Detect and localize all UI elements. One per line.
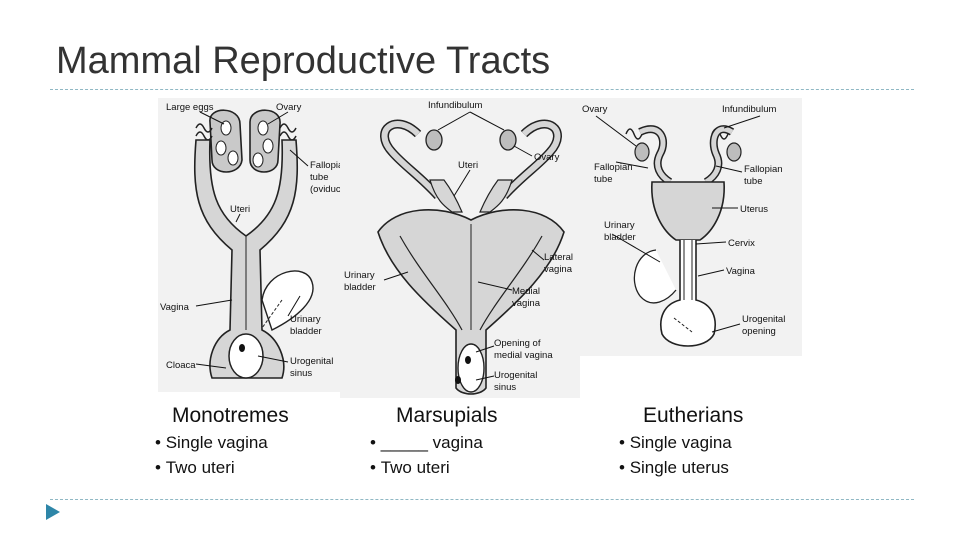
monotremes-heading: Monotremes [172, 404, 289, 428]
label-fallopian-right-2: tube [744, 176, 763, 187]
label-urinary-2: bladder [604, 232, 636, 243]
monotreme-illustration: Large eggs Ovary Fallopian tube (oviduct… [158, 98, 349, 392]
bullet-item: _____ vagina [370, 430, 483, 455]
play-arrow-icon [46, 504, 60, 520]
label-urogenital-1: Urogenital [742, 314, 785, 325]
label-ovary: Ovary [582, 104, 608, 115]
monotremes-bullets: Single vagina Two uteri [155, 430, 268, 480]
label-ovary: Ovary [534, 152, 560, 163]
label-cervix: Cervix [728, 238, 755, 249]
bullet-item: Two uteri [370, 455, 483, 480]
label-urinary-1: Urinary [604, 220, 635, 231]
marsupials-bullets: _____ vagina Two uteri [370, 430, 483, 480]
label-lateral-1: Lateral [544, 252, 573, 263]
eutherian-illustration: Ovary Infundibulum Fallopian tube Fallop… [580, 98, 802, 356]
label-vagina: Vagina [160, 302, 190, 313]
eutherians-heading: Eutherians [643, 404, 743, 428]
label-medial-2: vagina [512, 298, 541, 309]
label-uterus: Uterus [740, 204, 768, 215]
label-ovary: Ovary [276, 102, 302, 113]
marsupial-illustration: Infundibulum Uteri Ovary Lateral vagina … [340, 98, 580, 398]
marsupials-heading: Marsupials [396, 404, 498, 428]
label-vagina: Vagina [726, 266, 756, 277]
label-opening-2: medial vagina [494, 350, 553, 361]
label-lateral-2: vagina [544, 264, 573, 275]
label-fallopian-left-2: tube [594, 174, 613, 185]
label-urogenital-1: Urogenital [494, 370, 537, 381]
bottom-divider [50, 499, 914, 500]
label-urogenital-1: Urogenital [290, 356, 333, 367]
label-urinary-1: Urinary [344, 270, 375, 281]
label-fallopian-right-1: Fallopian [744, 164, 783, 175]
label-cloaca: Cloaca [166, 360, 196, 371]
label-uteri: Uteri [230, 204, 250, 215]
label-urinary-2: bladder [290, 326, 322, 337]
label-urinary-2: bladder [344, 282, 376, 293]
label-infundibulum: Infundibulum [722, 104, 776, 115]
label-large-eggs: Large eggs [166, 102, 214, 113]
label-fallopian-left-1: Fallopian [594, 162, 633, 173]
label-urogenital-2: sinus [494, 382, 516, 393]
label-opening-1: Opening of [494, 338, 541, 349]
bullet-item: Single uterus [619, 455, 732, 480]
label-medial-1: Medial [512, 286, 540, 297]
label-infundibulum: Infundibulum [428, 100, 482, 111]
label-uteri: Uteri [458, 160, 478, 171]
bullet-item: Single vagina [619, 430, 732, 455]
bullet-item: Two uteri [155, 455, 268, 480]
bullet-item: Single vagina [155, 430, 268, 455]
label-fallopian-2: tube [310, 172, 329, 183]
label-urogenital-2: opening [742, 326, 776, 337]
label-urogenital-2: sinus [290, 368, 312, 379]
eutherians-bullets: Single vagina Single uterus [619, 430, 732, 480]
label-urinary-1: Urinary [290, 314, 321, 325]
